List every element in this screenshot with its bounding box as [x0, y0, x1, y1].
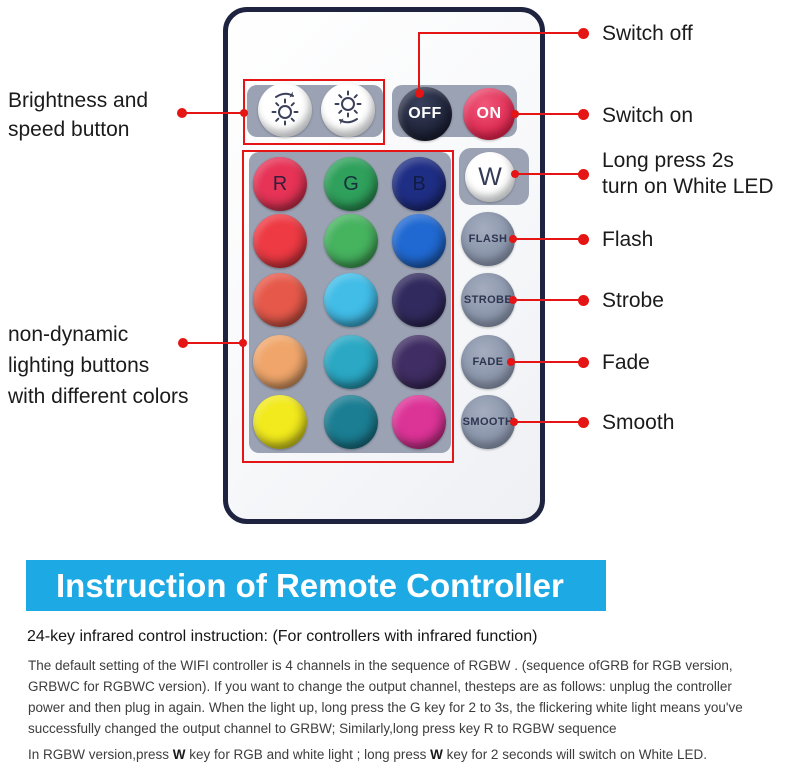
callout-dot [511, 110, 519, 118]
rgbw-text: key for RGB and white light ; long press [185, 747, 431, 762]
color-button-r5c3[interactable] [392, 395, 446, 449]
sun-brightness-up-icon [265, 88, 305, 133]
paragraph-line: The default setting of the WIFI controll… [28, 658, 733, 673]
off-button-label: OFF [408, 105, 442, 122]
color-button-r3c1[interactable] [253, 273, 307, 327]
color-button-r1c1[interactable]: R [253, 157, 307, 211]
callout-dot [239, 339, 247, 347]
callout-line [514, 173, 583, 175]
paragraph-line: power and then plug in again. When the l… [28, 700, 743, 715]
callout-dot [577, 416, 589, 428]
callout-label-non-dynamic: non-dynamic lighting buttons with differ… [8, 323, 189, 408]
rgbw-text: In RGBW version,press [28, 747, 173, 762]
callout-line [513, 421, 583, 423]
instruction-heading: 24-key infrared control instruction: (Fo… [27, 628, 538, 645]
white-button[interactable]: W [465, 152, 515, 202]
callout-label-smooth: Smooth [602, 411, 675, 434]
callout-dot [577, 168, 589, 180]
callout-label-switch-on: Switch on [602, 104, 694, 127]
rgbw-w-key: W [172, 747, 186, 762]
color-button-r1c2[interactable]: G [324, 157, 378, 211]
color-button-r4c1[interactable] [253, 335, 307, 389]
on-button-label: ON [476, 105, 502, 122]
callout-dot [507, 358, 515, 366]
mode-fade-button[interactable]: FADE [461, 335, 515, 389]
annotation-rect-color-grid [242, 150, 454, 463]
callout-label-strobe: Strobe [602, 289, 664, 312]
mode-flash-button[interactable]: FLASH [461, 212, 515, 266]
color-button-r2c3[interactable] [392, 214, 446, 268]
annotation-rect-brightness [243, 79, 385, 145]
callout-dot [510, 418, 518, 426]
callout-label-flash: Flash [602, 228, 654, 251]
instruction-paragraph: The default setting of the WIFI controll… [28, 655, 743, 739]
callout-dot [177, 108, 187, 118]
callout-line [514, 113, 583, 115]
callout-dot [577, 27, 589, 39]
callout-dot [577, 233, 589, 245]
callout-dot [577, 294, 589, 306]
callout-line [182, 112, 243, 114]
callout-dot [511, 170, 519, 178]
callout-label-brightness-speed: Brightness and speed button [8, 89, 149, 141]
callout-label-long-press-white: Long press 2s turn on White LED [602, 149, 774, 198]
callout-dot [577, 356, 589, 368]
callout-line [510, 361, 583, 363]
sun-brightness-down-icon [328, 88, 368, 133]
callout-line [418, 32, 583, 34]
rgbw-w-key: W [430, 747, 443, 762]
color-button-r4c3[interactable] [392, 335, 446, 389]
callout-label-fade: Fade [602, 351, 650, 374]
color-button-r1c3[interactable]: B [392, 157, 446, 211]
section-banner-title: Instruction of Remote Controller [26, 560, 606, 611]
color-button-r3c3[interactable] [392, 273, 446, 327]
rgbw-text: key for 2 seconds will switch on White L… [442, 747, 708, 762]
color-button-r2c2[interactable] [324, 214, 378, 268]
mode-smooth-button[interactable]: SMOOTH [461, 395, 515, 449]
instruction-rgbw-line: In RGBW version,press W key for RGB and … [28, 747, 707, 762]
callout-line [183, 342, 242, 344]
brightness-up-button[interactable] [258, 83, 312, 137]
mode-strobe-button[interactable]: STROBE [461, 273, 515, 327]
color-button-r4c2[interactable] [324, 335, 378, 389]
callout-dot [509, 235, 517, 243]
on-button[interactable]: ON [463, 88, 515, 140]
color-button-r5c1[interactable] [253, 395, 307, 449]
white-button-label: W [478, 162, 502, 191]
callout-dot [414, 88, 424, 98]
brightness-down-button[interactable] [321, 83, 375, 137]
callout-dot [240, 109, 248, 117]
color-button-r2c1[interactable] [253, 214, 307, 268]
paragraph-line: GRBWC for RGBWC version). If you want to… [28, 679, 732, 694]
callout-line [418, 33, 420, 95]
callout-line [512, 238, 583, 240]
callout-dot [577, 108, 589, 120]
paragraph-line: successfully changed the output channel … [28, 721, 617, 736]
color-button-r5c2[interactable] [324, 395, 378, 449]
color-button-r3c2[interactable] [324, 273, 378, 327]
callout-line [512, 299, 583, 301]
callout-label-switch-off: Switch off [602, 22, 693, 45]
callout-dot [178, 338, 188, 348]
callout-dot [509, 296, 517, 304]
off-button[interactable]: OFF [398, 87, 452, 141]
